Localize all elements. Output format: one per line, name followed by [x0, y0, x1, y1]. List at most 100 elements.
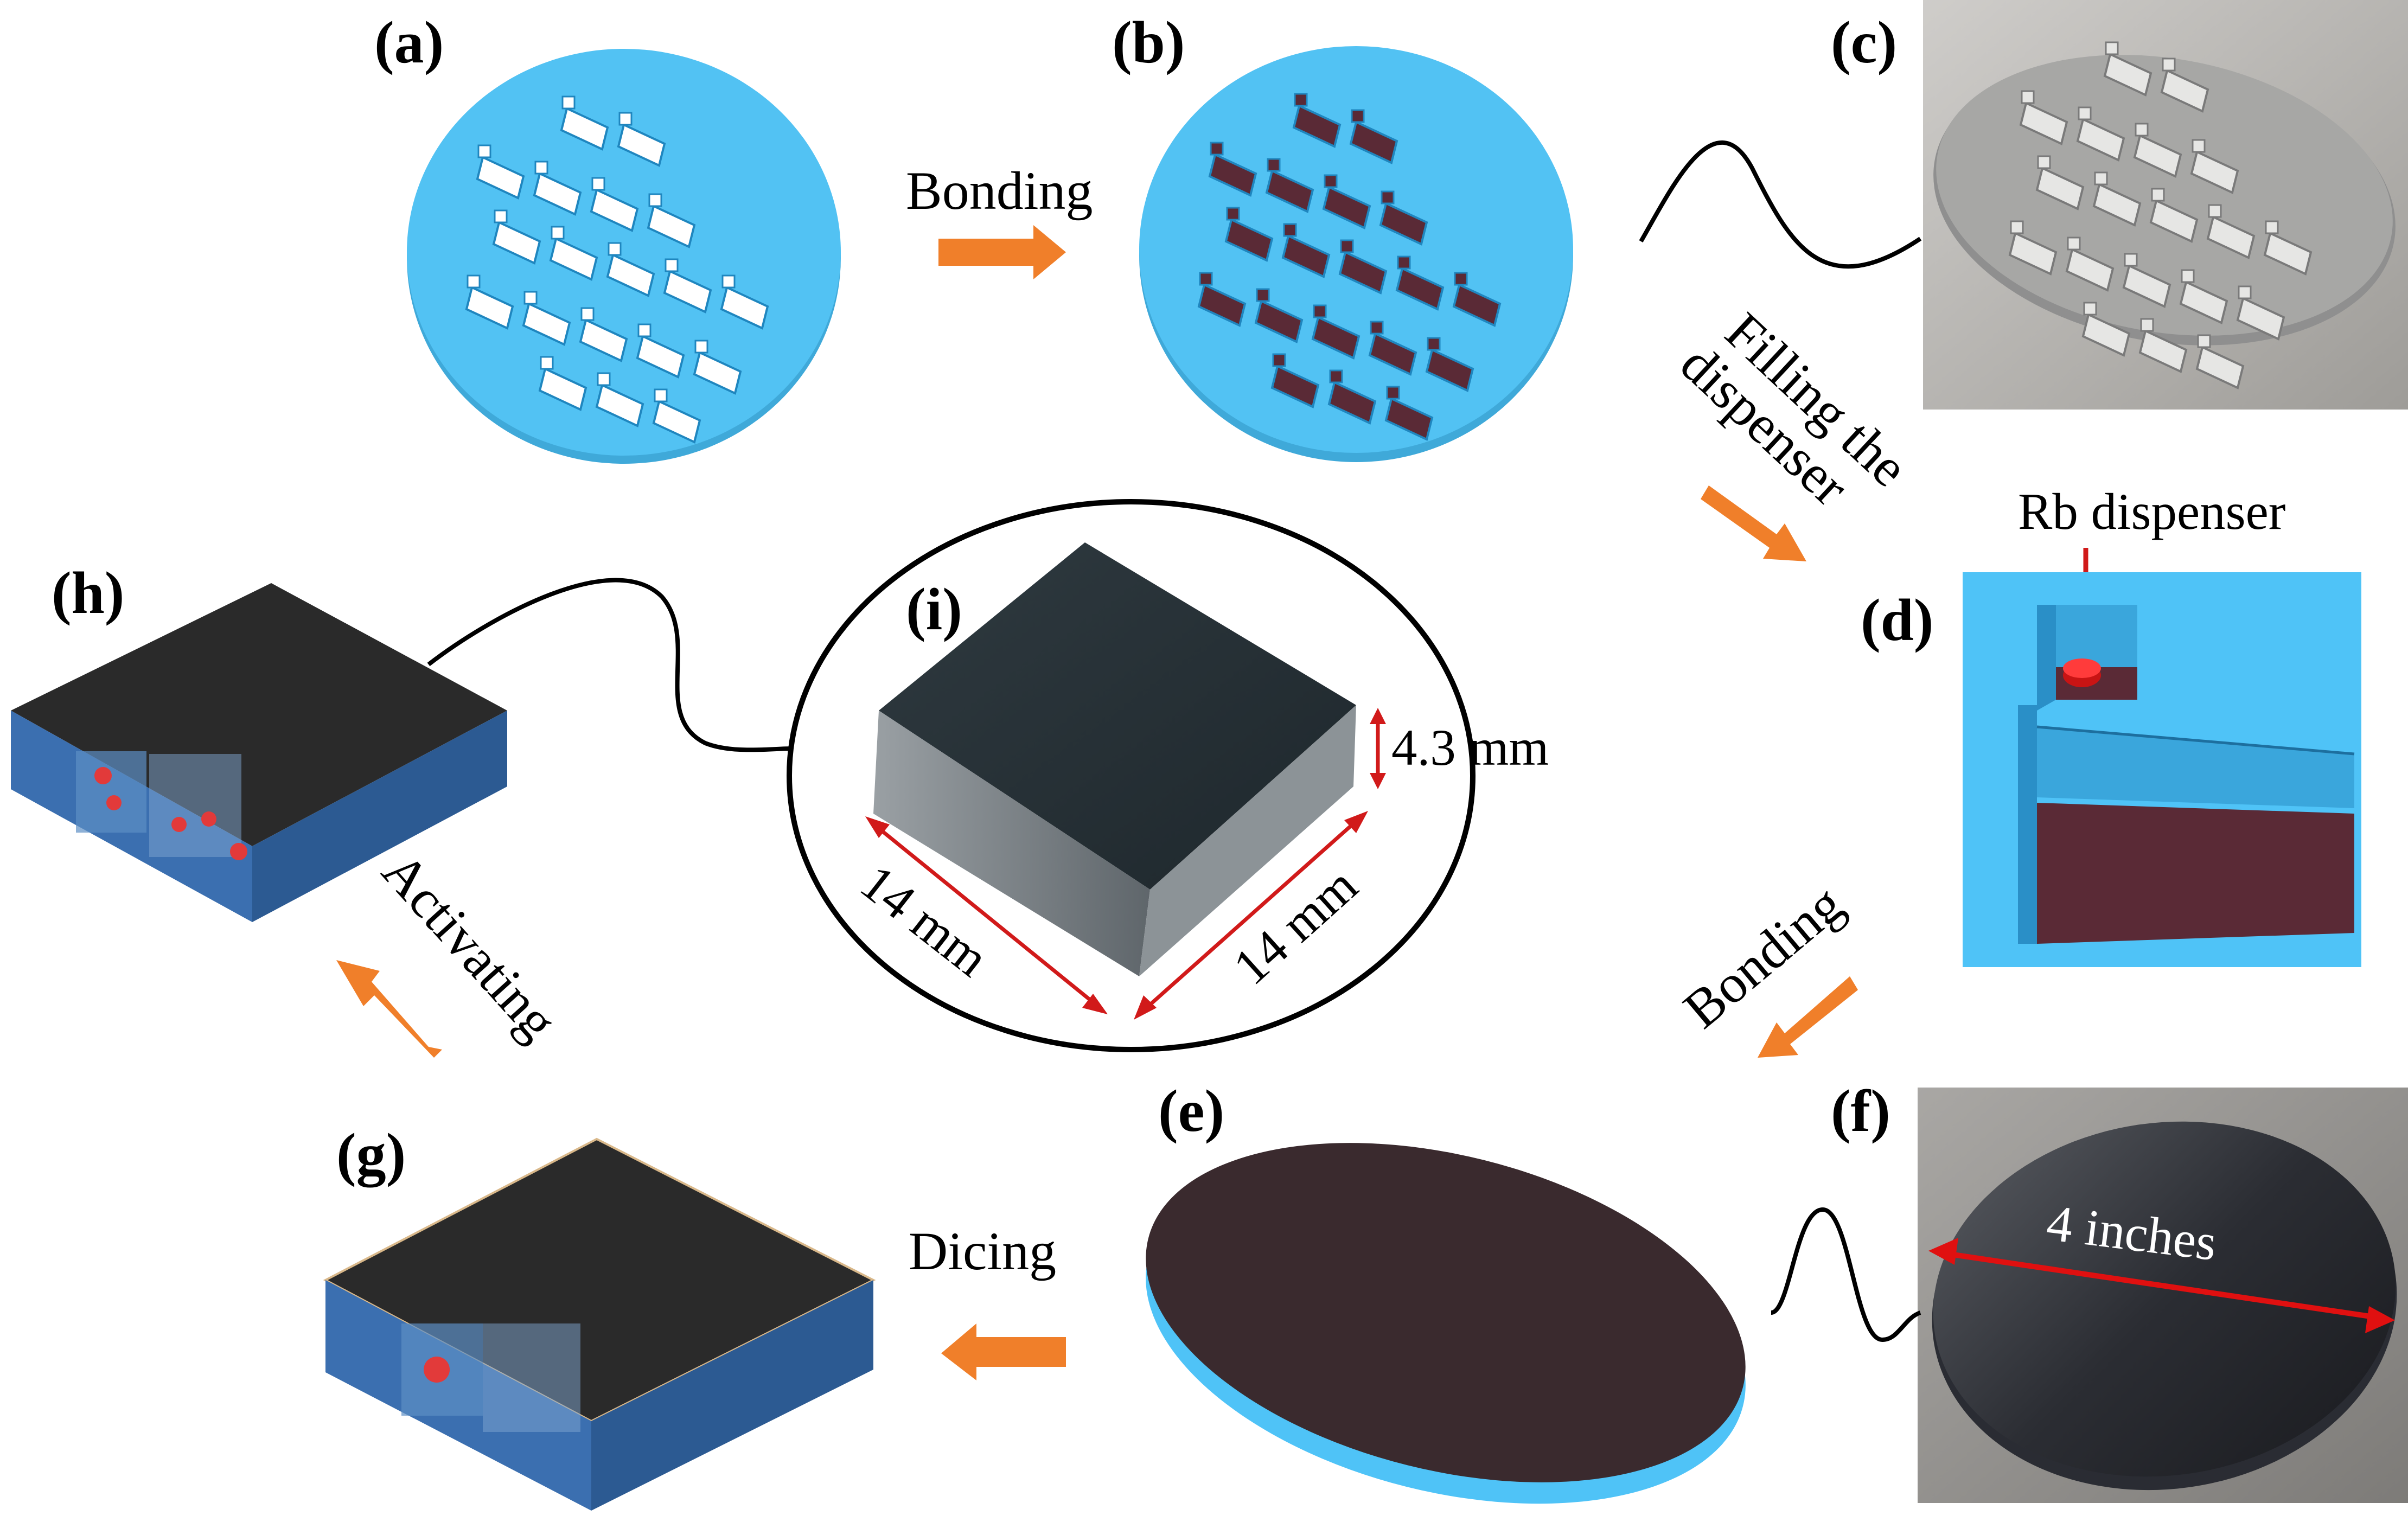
- panel-label-g: (g): [336, 1121, 406, 1187]
- rb-droplet-h-4: [201, 811, 216, 827]
- bonded-cell: [1327, 381, 1377, 425]
- cube-right-side: [1139, 705, 1356, 976]
- cell-cutout: [720, 286, 769, 330]
- cell-cutout-dispenser: [591, 177, 605, 191]
- cell-cutout: [476, 156, 525, 200]
- cell-cutout-dispenser: [551, 226, 565, 240]
- cell-cutout-dispenser: [665, 258, 679, 272]
- photo-cell-dispenser: [2094, 171, 2108, 186]
- cell-cutout-dispenser: [534, 161, 548, 175]
- bonded-cell: [1254, 299, 1304, 343]
- cell-cutout: [522, 302, 571, 346]
- dicing-label: Dicing: [909, 1221, 1056, 1281]
- step-bonding-1: Bonding: [906, 161, 1093, 279]
- panel-c: (c): [1831, 0, 2408, 410]
- rb-droplet-h-1: [94, 767, 112, 784]
- photo-cell: [2092, 183, 2142, 227]
- width-right-head-2: [1344, 811, 1368, 833]
- cell-cutout-dispenser: [561, 95, 576, 110]
- cell-cutout: [595, 383, 644, 427]
- step-activating: Activating: [336, 841, 569, 1058]
- bonded-cell-dispenser: [1272, 353, 1286, 367]
- panel-h: (h): [11, 560, 507, 922]
- cell-g-right: [591, 1280, 873, 1511]
- height-dim-head-bottom: [1370, 773, 1386, 789]
- photo-cell-dispenser: [2135, 123, 2149, 137]
- cell-cutout-dispenser: [540, 356, 554, 370]
- width-right-head-1: [1134, 995, 1157, 1020]
- photo-cell-dispenser: [2067, 236, 2081, 251]
- cell-cutout: [579, 318, 628, 362]
- photo-cell: [2190, 150, 2239, 194]
- bonded-cell-dispenser: [1370, 321, 1384, 335]
- photo-cell-dispenser: [2037, 155, 2051, 169]
- bonded-cell-dispenser: [1381, 190, 1395, 204]
- photo-cell-dispenser: [2238, 285, 2252, 299]
- dispenser-compartment-wall: [2037, 605, 2056, 711]
- rb-droplet-h-2: [106, 795, 122, 810]
- cell-cutout: [492, 221, 541, 265]
- connector-wave-bc: [1639, 140, 1922, 269]
- cell-cutout-dispenser: [618, 112, 633, 126]
- wafer-a: [407, 49, 841, 456]
- step-filling: Filling the dispenser: [1669, 301, 1919, 561]
- panel-label-d: (d): [1861, 587, 1933, 653]
- photo-cell: [2195, 346, 2245, 389]
- cell-cutout-dispenser: [580, 307, 595, 321]
- step-bonding-2: Bonding: [1672, 873, 1858, 1058]
- connector-wave-hi: [427, 578, 793, 752]
- photo-cell: [2008, 232, 2058, 276]
- connector-wave-ef: [1770, 1207, 1921, 1342]
- bonded-cell: [1379, 202, 1428, 246]
- bonded-cell: [1368, 332, 1417, 376]
- photo-cell: [2206, 215, 2256, 259]
- photo-cell: [2179, 280, 2228, 324]
- bonded-cell: [1197, 283, 1247, 327]
- cell-h-right: [252, 711, 507, 922]
- cell-cutout-dispenser: [637, 323, 651, 337]
- width-left-head-1: [865, 816, 890, 838]
- step-dicing: Dicing: [909, 1221, 1066, 1380]
- bonded-cell-dispenser: [1267, 158, 1281, 172]
- photo-cell: [2065, 248, 2115, 292]
- bonding-label-1: Bonding: [906, 161, 1093, 221]
- dispenser-compartment-back: [2056, 605, 2137, 667]
- height-dim-head-top: [1370, 708, 1386, 724]
- photo-cell-dispenser: [2140, 318, 2154, 332]
- chamber-floor: [2037, 803, 2354, 944]
- photo-cell: [2103, 53, 2152, 97]
- panel-a: (a): [374, 9, 841, 464]
- bonded-cell-dispenser: [1324, 174, 1338, 188]
- cube-top: [879, 542, 1356, 890]
- cell-cutout: [533, 172, 582, 216]
- activating-arrow: [336, 960, 442, 1058]
- wafer-diameter-head-right: [2365, 1306, 2395, 1333]
- panel-f: (f) 4 inches: [1831, 1078, 2408, 1503]
- photo-cell-dispenser: [2010, 220, 2024, 234]
- bonded-cell-dispenser: [1199, 272, 1213, 286]
- cell-h-window2: [149, 754, 241, 857]
- cell-cutout: [693, 351, 742, 395]
- photo-cell: [2133, 134, 2182, 178]
- width-left-head-2: [1082, 994, 1108, 1014]
- bonded-cell-dispenser: [1313, 304, 1327, 318]
- photo-cell: [2138, 329, 2188, 373]
- bonded-cell: [1425, 348, 1474, 392]
- photo-cell-dispenser: [2124, 253, 2138, 267]
- rb-droplet-h-3: [171, 817, 187, 832]
- bonded-cell: [1292, 104, 1342, 148]
- photo-cell-dispenser: [2021, 90, 2035, 104]
- cell-cutout-dispenser: [694, 340, 708, 354]
- cell-cutout: [606, 253, 655, 297]
- wafer-diameter-head-left: [1928, 1238, 1958, 1265]
- cube-left-side: [873, 711, 1150, 976]
- photo-cell-dispenser: [2265, 220, 2279, 234]
- cell-cutout-dispenser: [608, 242, 622, 256]
- cell-cutout: [663, 270, 712, 314]
- cell-cutouts-a: [465, 95, 769, 444]
- bonding-arrow-1: [938, 225, 1066, 279]
- bonded-cell: [1322, 186, 1371, 229]
- photo-f-wafer: [1933, 1121, 2396, 1477]
- bonded-cell: [1208, 153, 1257, 197]
- rb-pellet-top: [2063, 658, 2101, 678]
